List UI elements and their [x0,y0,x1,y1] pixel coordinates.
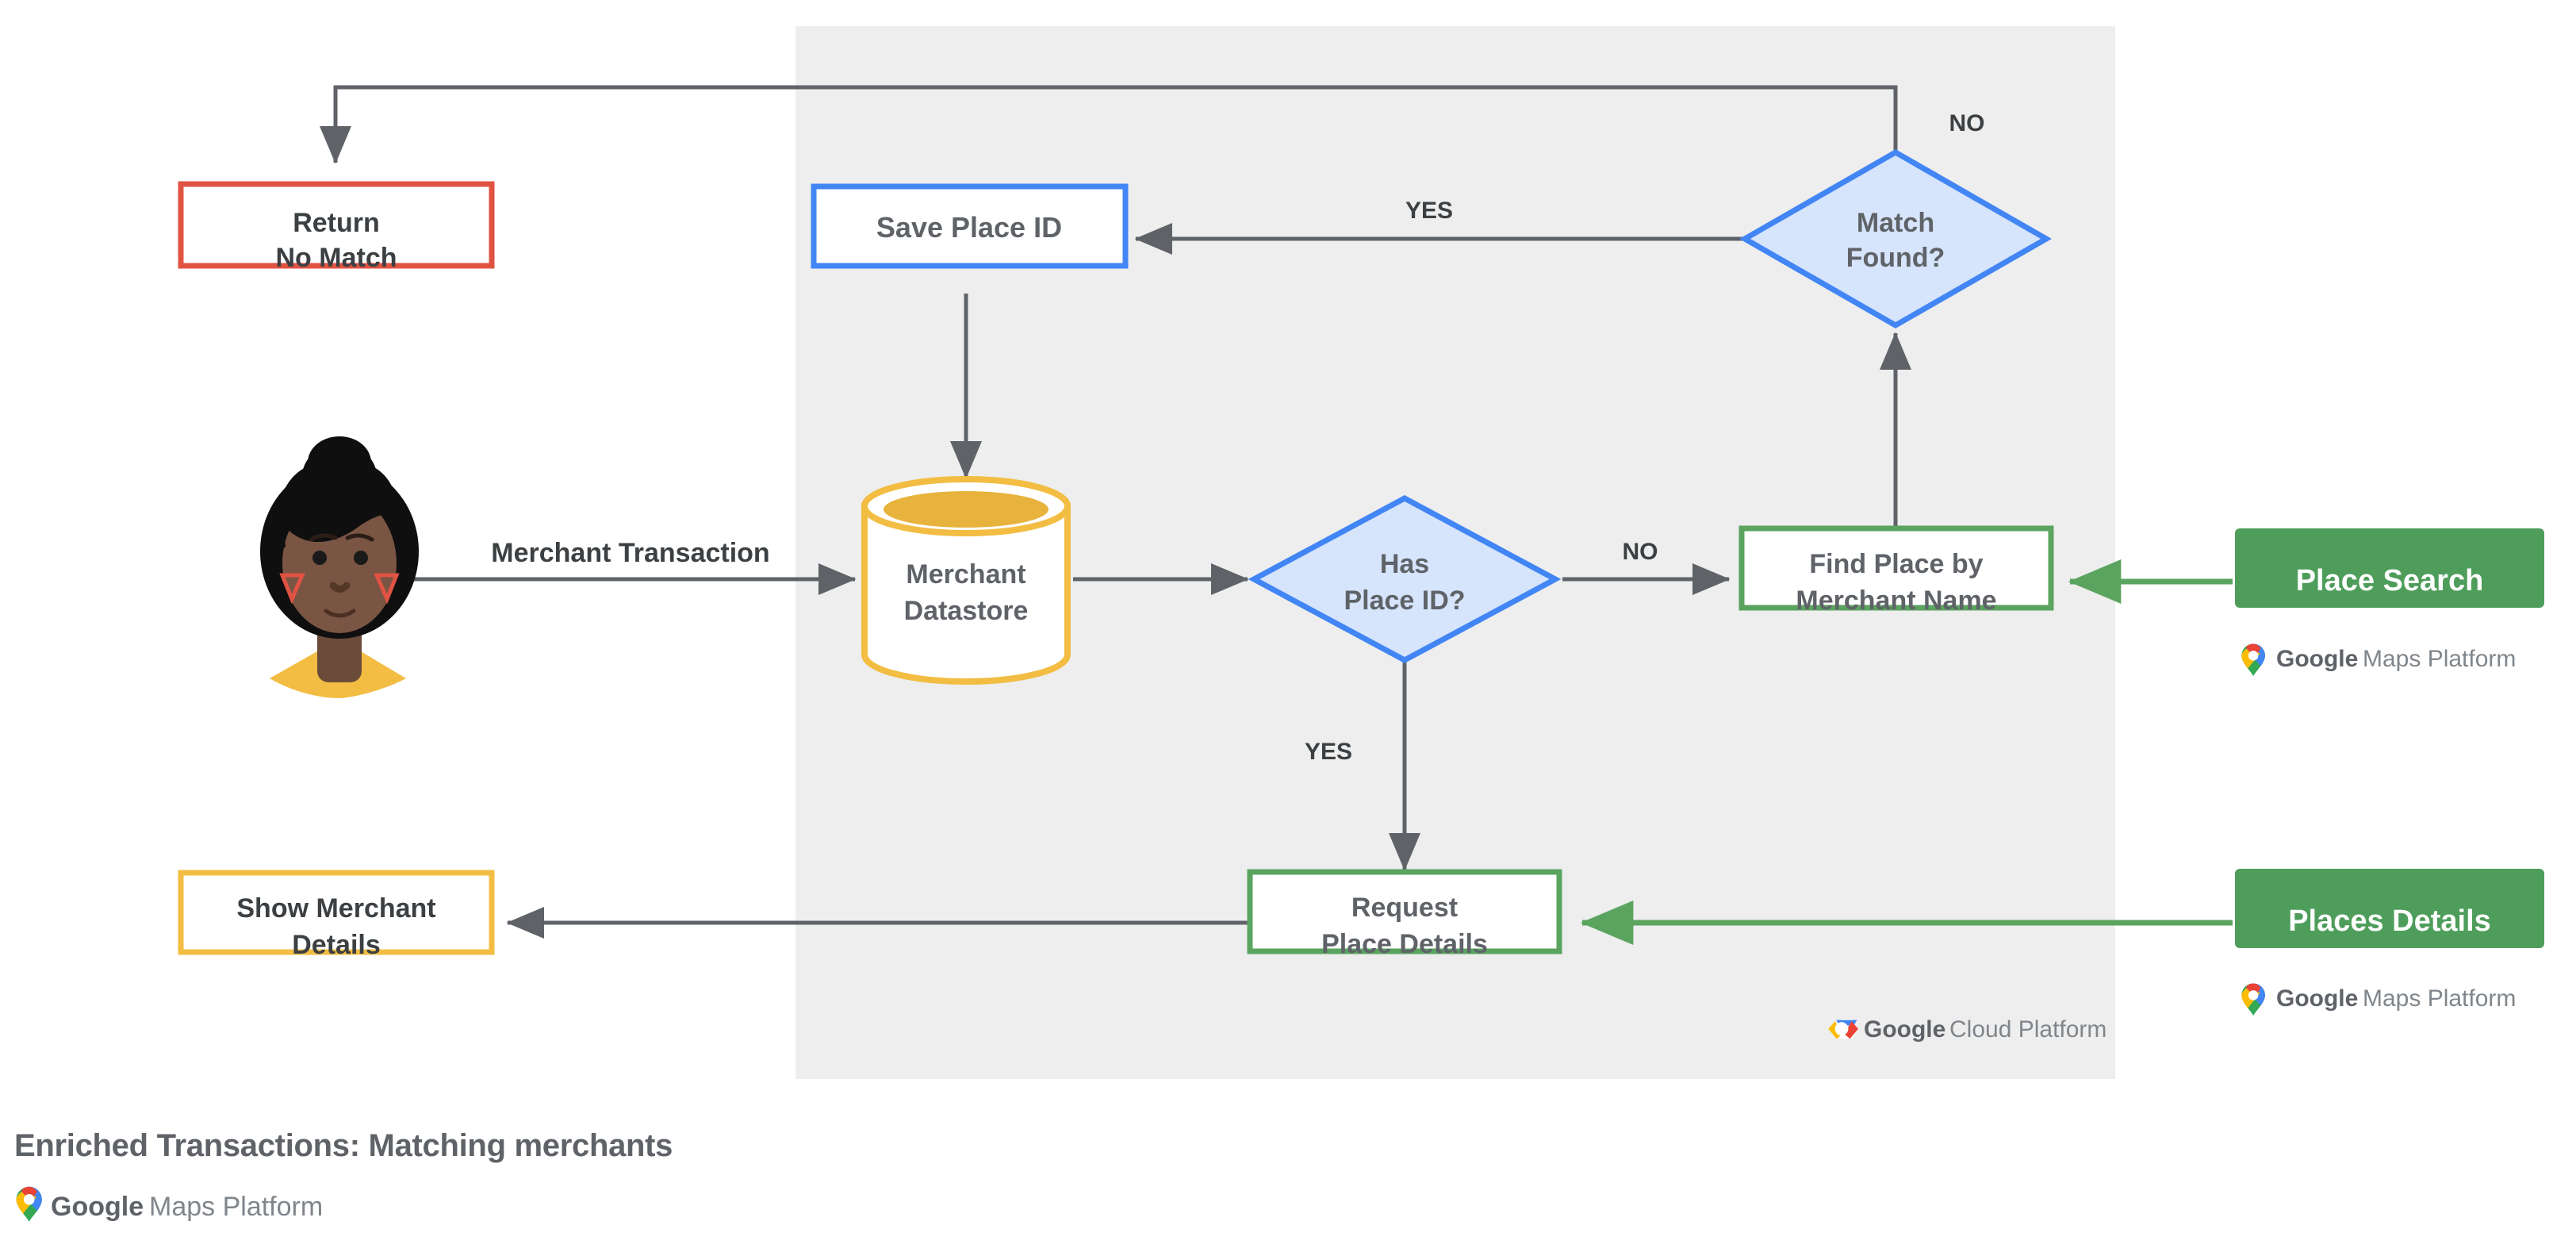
gcp-logo-cloud-platform-text: Cloud Platform [1949,1016,2106,1043]
edge-label-merchant-transaction: Merchant Transaction [491,538,769,568]
gmp-logo-caption: Google Maps Platform [16,1186,323,1222]
edge-label-match-yes: YES [1405,198,1453,224]
node-place-search[interactable]: Place Search [2235,528,2544,608]
places-details-label: Places Details [2288,904,2491,938]
caption-title: Enriched Transactions: Matching merchant… [14,1128,673,1163]
has-place-id-line1: Has [1380,549,1429,579]
request-place-details-line2: Place Details [1321,929,1488,959]
gmp-logo-google-text: Google [2276,985,2358,1012]
edge-match-no-to-return [320,85,1898,164]
gmp-logo-maps-platform-text: Maps Platform [149,1192,323,1222]
node-has-place-id[interactable]: Has Place ID? [1248,495,1562,663]
gmp-logo-place-search: Google Maps Platform [2241,643,2516,677]
gcp-logo-google-text: Google [1864,1016,1945,1043]
find-place-line2: Merchant Name [1796,586,1996,616]
match-found-line1: Match [1857,208,1934,238]
find-place-line1: Find Place by [1809,549,1983,579]
gmp-logo-places-details: Google Maps Platform [2241,983,2516,1016]
node-find-place-by-merchant-name[interactable]: Find Place by Merchant Name [1738,525,2054,616]
node-return-no-match[interactable]: Return No Match [178,181,495,273]
gmp-logo-google-text: Google [51,1192,144,1222]
show-merchant-details-line2: Details [292,930,381,960]
match-found-line2: Found? [1846,243,1945,273]
node-request-place-details[interactable]: Request Place Details [1247,869,1562,959]
gmp-logo-google-text: Google [2276,646,2358,672]
gmp-logo-maps-platform-text: Maps Platform [2363,985,2516,1012]
node-save-place-id[interactable]: Save Place ID [811,183,1129,269]
show-merchant-details-line1: Show Merchant [236,893,435,924]
edge-label-hasplaceid-no: NO [1623,539,1658,565]
gcp-logo: Google Cloud Platform [1828,1016,2106,1043]
node-places-details[interactable]: Places Details [2235,869,2544,948]
node-merchant-datastore[interactable]: Merchant Datastore [861,476,1071,685]
return-no-match-line2: No Match [276,243,397,273]
request-place-details-line1: Request [1351,893,1458,923]
return-no-match-line1: Return [293,208,380,238]
edge-label-hasplaceid-yes: YES [1305,739,1352,765]
gmp-logo-maps-platform-text: Maps Platform [2363,646,2516,672]
save-place-id-label: Save Place ID [876,211,1062,244]
place-search-label: Place Search [2296,564,2484,597]
merchant-datastore-line1: Merchant [906,559,1025,590]
caption-block: Enriched Transactions: Matching merchant… [14,1128,673,1164]
node-show-merchant-details[interactable]: Show Merchant Details [178,870,495,960]
edge-label-match-no: NO [1949,110,1985,136]
has-place-id-line2: Place ID? [1344,586,1465,616]
merchant-datastore-line2: Datastore [904,596,1029,626]
customer-avatar [260,436,419,698]
node-match-found[interactable]: Match Found? [1738,148,2053,329]
